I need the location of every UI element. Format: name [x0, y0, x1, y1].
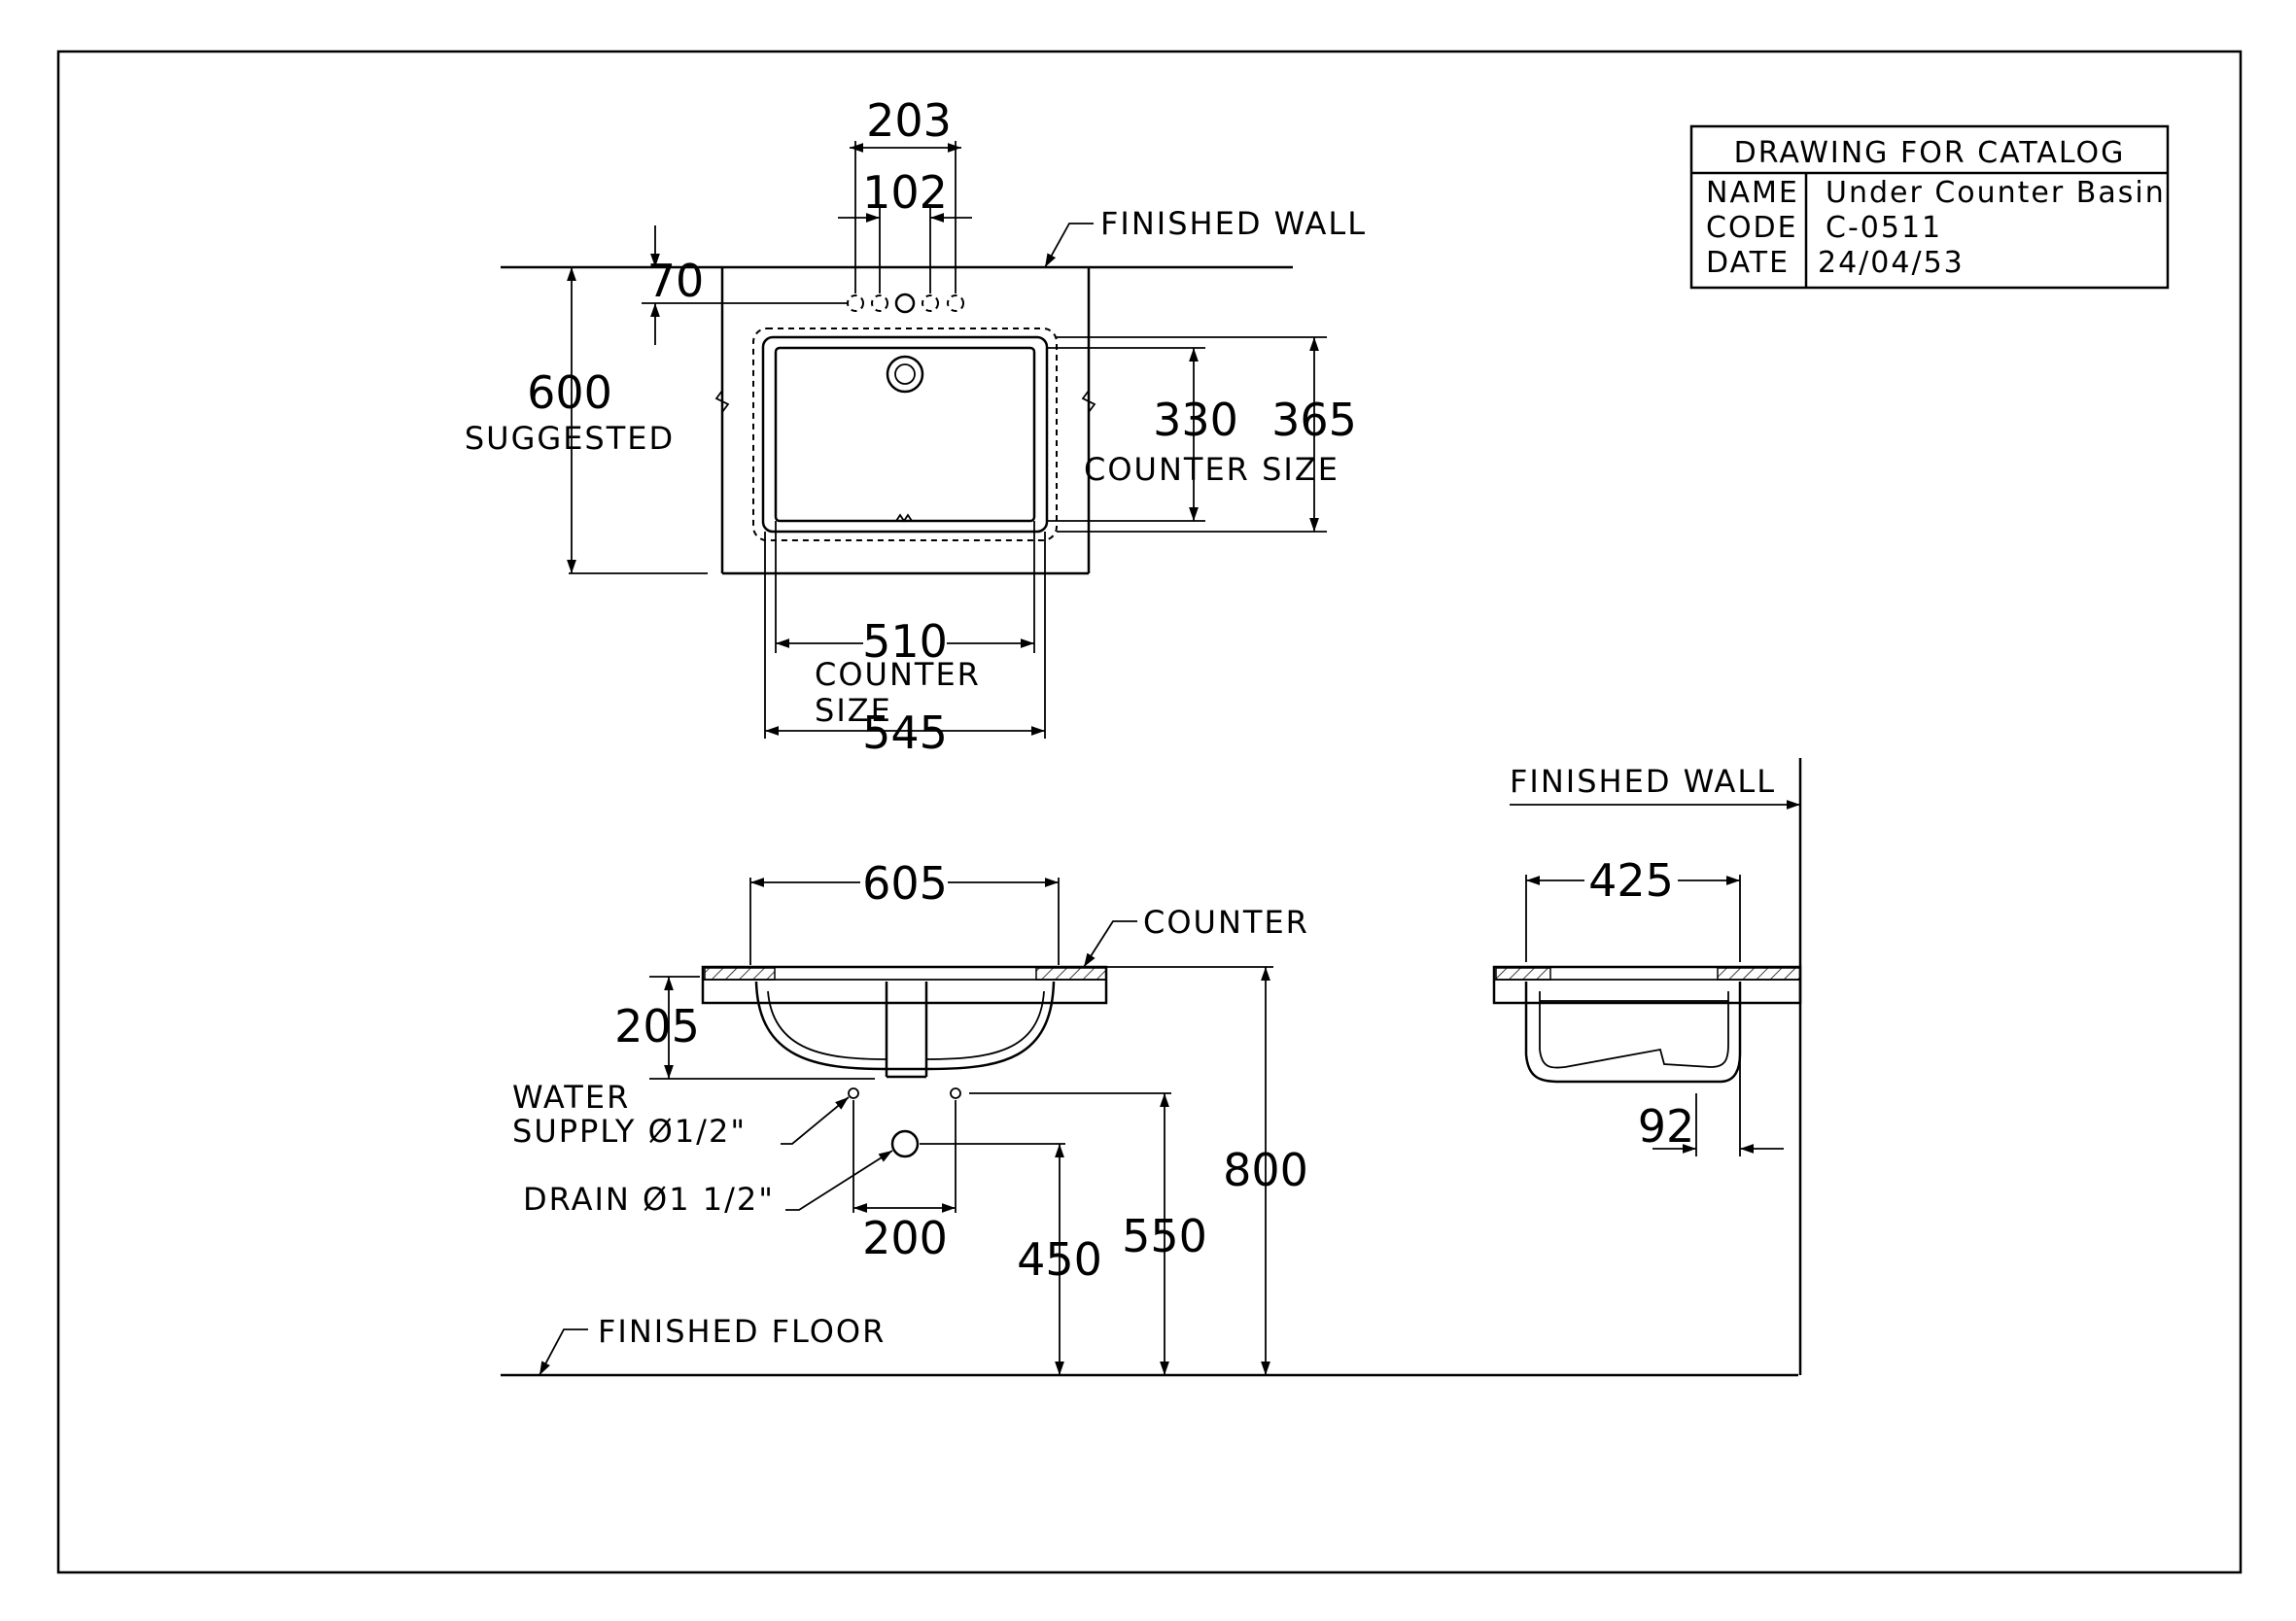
dim-330: 330 [1153, 394, 1238, 446]
dim-450: 450 [1017, 1233, 1102, 1286]
tap-hole [894, 293, 916, 314]
label-counter-size-bottom-2: SIZE [815, 692, 892, 729]
label-counter-size-side: COUNTER SIZE [1084, 451, 1339, 488]
title-block-date-label: DATE [1706, 246, 1790, 280]
label-water-supply-1: WATER [512, 1079, 630, 1116]
tap-hole [922, 294, 939, 312]
water-supply-left [848, 1087, 859, 1099]
dim-605: 605 [862, 857, 948, 910]
title-block: DRAWING FOR CATALOG NAME Under Counter B… [1689, 124, 2170, 290]
title-block-code-value: C-0511 [1826, 211, 1942, 245]
counter-slab [701, 965, 1108, 1005]
title-block-name-value: Under Counter Basin [1826, 176, 2166, 210]
plan-view: 203 102 70 FINISHED WALL 600 SUGGESTED 3… [465, 94, 1367, 759]
water-supply-right [950, 1087, 961, 1099]
sheet-border [56, 50, 2243, 1574]
title-block-header: DRAWING FOR CATALOG [1734, 136, 2126, 170]
dim-550: 550 [1122, 1210, 1207, 1262]
side-view: FINISHED WALL 425 92 [1492, 758, 1802, 1375]
front-view: 605 COUNTER 205 WATER SUPPLY Ø1/2" DRAIN… [501, 857, 1798, 1377]
dim-92: 92 [1638, 1100, 1695, 1153]
basin-bowl [754, 981, 1056, 1071]
dim-70: 70 [647, 255, 705, 307]
tap-hole [847, 294, 864, 312]
title-block-code-label: CODE [1706, 211, 1798, 245]
dim-205: 205 [614, 1000, 700, 1052]
label-finished-floor: FINISHED FLOOR [598, 1313, 886, 1350]
label-finished-wall-plan: FINISHED WALL [1100, 205, 1367, 242]
title-block-name-label: NAME [1706, 176, 1799, 210]
dim-545: 545 [862, 707, 948, 759]
tap-hole [871, 294, 888, 312]
dim-600: 600 [527, 366, 612, 419]
label-water-supply-2: SUPPLY Ø1/2" [512, 1113, 747, 1150]
label-drain: DRAIN Ø1 1/2" [523, 1181, 775, 1218]
dim-425: 425 [1588, 854, 1674, 907]
drain-outlet [890, 1129, 920, 1158]
dim-203: 203 [866, 94, 952, 147]
dim-800: 800 [1223, 1144, 1308, 1196]
label-finished-wall-side: FINISHED WALL [1510, 763, 1776, 800]
dim-510: 510 [862, 615, 948, 668]
label-counter: COUNTER [1143, 904, 1309, 941]
dim-200: 200 [862, 1212, 948, 1264]
title-block-date-value: 24/04/53 [1818, 246, 1965, 280]
label-counter-size-bottom-1: COUNTER [815, 656, 981, 693]
dim-102: 102 [862, 166, 948, 219]
tap-hole [947, 294, 964, 312]
label-suggested: SUGGESTED [465, 420, 675, 457]
dim-365: 365 [1271, 394, 1357, 446]
